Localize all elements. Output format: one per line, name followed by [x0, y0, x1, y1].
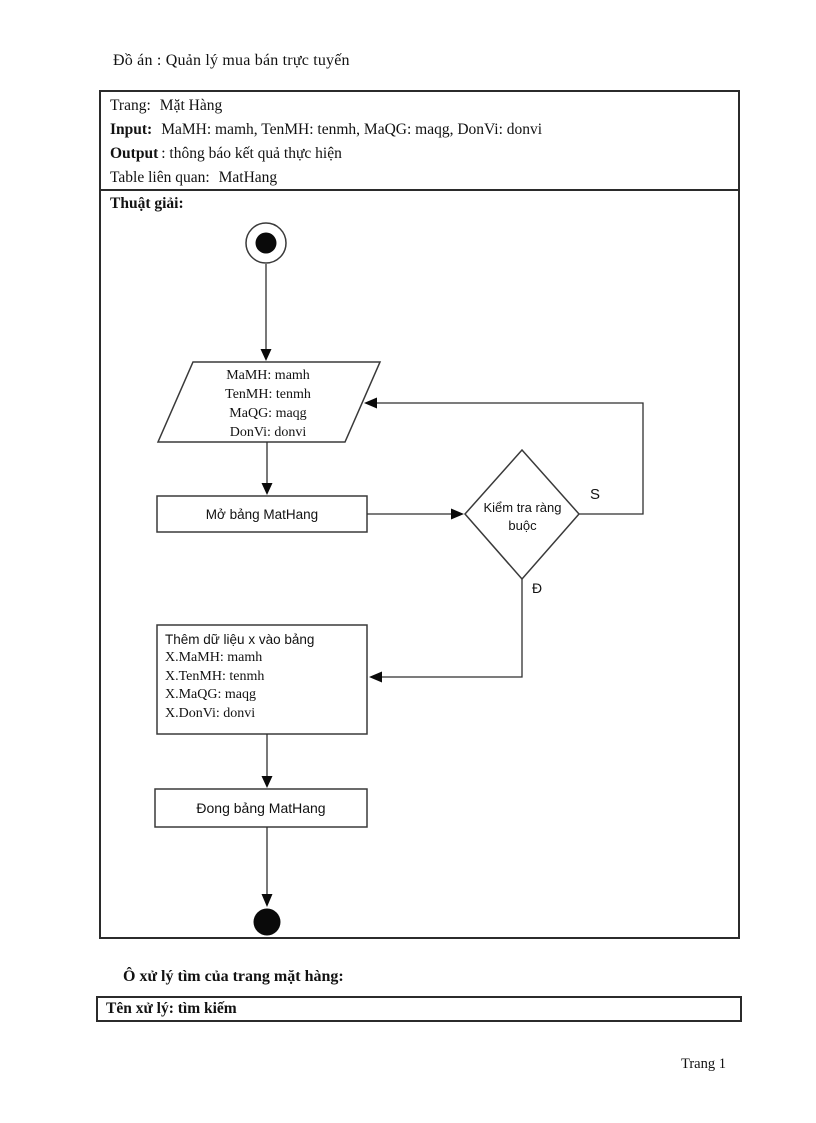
search-section-heading: Ô xử lý tìm của trang mặt hàng: [123, 968, 344, 985]
close-table-label: Đong bảng MatHang [196, 800, 326, 816]
spec-row-output-value: : thông báo kết quả thực hiện [161, 145, 342, 162]
arrowhead-loop-return [364, 397, 377, 409]
spec-row-table-value: MatHang [218, 169, 278, 186]
arrowhead-true-branch [369, 671, 382, 683]
input-line-maqg: MaQG: maqg [229, 406, 307, 421]
close-table-rect [154, 788, 368, 828]
spec-row-table-label: Table liên quan: [110, 169, 210, 186]
arrowhead-start-to-input [260, 349, 272, 361]
insert-line-donvi: X.DonVi: donvi [165, 705, 256, 721]
input-line-donvi: DonVi: donvi [229, 425, 307, 440]
spec-row-output: Output : thông báo kết quả thực hiện [110, 142, 732, 166]
insert-title: Thêm dữ liệu x vào bảng [165, 632, 315, 647]
algorithm-section-label: Thuật giải: [110, 195, 184, 212]
input-line-mamh: MaMH: mamh [226, 368, 310, 383]
insert-line-mamh: X.MaMH: mamh [165, 650, 263, 666]
insert-rect-text: Thêm dữ liệu x vào bảng X.MaMH: mamh X.T… [165, 631, 363, 723]
arrowhead-close-to-end [261, 894, 273, 907]
end-node-circle [253, 908, 281, 936]
input-parallelogram [156, 361, 382, 443]
arrowhead-open-to-decision [451, 508, 464, 520]
decision-label: Kiểm tra ràng buộc [483, 500, 562, 533]
start-node-inner-circle [255, 232, 277, 254]
page-number: Trang 1 [681, 1056, 726, 1072]
spec-row-trang-label: Trang: [110, 97, 151, 114]
arrowhead-input-to-open [261, 483, 273, 495]
search-name-box: Tên xử lý: tìm kiếm [96, 996, 742, 1022]
spec-row-table: Table liên quan: MatHang [110, 166, 732, 190]
insert-rect [156, 624, 368, 735]
decision-false-label: S [590, 486, 601, 503]
spec-row-input: Input: MaMH: mamh, TenMH: tenmh, MaQG: m… [110, 118, 732, 142]
true-branch-line [381, 579, 523, 678]
document-title: Đồ án : Quản lý mua bán trực tuyến [113, 52, 350, 69]
spec-row-input-label: Input: [110, 121, 153, 138]
spec-row-trang: Trang: Mặt Hàng [110, 94, 732, 118]
insert-line-tenmh: X.TenMH: tenmh [165, 668, 265, 684]
open-table-label: Mở bảng MatHang [205, 506, 319, 522]
spec-rows: Trang: Mặt Hàng Input: MaMH: mamh, TenMH… [101, 92, 738, 191]
loop-return-line [377, 402, 644, 515]
input-line-tenmh: TenMH: tenmh [225, 387, 311, 402]
insert-line-maqg: X.MaQG: maqg [165, 687, 256, 703]
spec-row-trang-value: Mặt Hàng [159, 97, 223, 114]
spec-row-output-label: Output [110, 145, 159, 162]
arrowhead-insert-to-close [261, 776, 273, 788]
input-parallelogram-text: MaMH: mamh TenMH: tenmh MaQG: maqg DonVi… [186, 366, 350, 442]
spec-row-input-value: MaMH: mamh, TenMH: tenmh, MaQG: maqg, Do… [161, 121, 543, 138]
decision-true-label: Đ [532, 580, 543, 596]
search-name-label: Tên xử lý: tìm kiếm [106, 1000, 237, 1017]
